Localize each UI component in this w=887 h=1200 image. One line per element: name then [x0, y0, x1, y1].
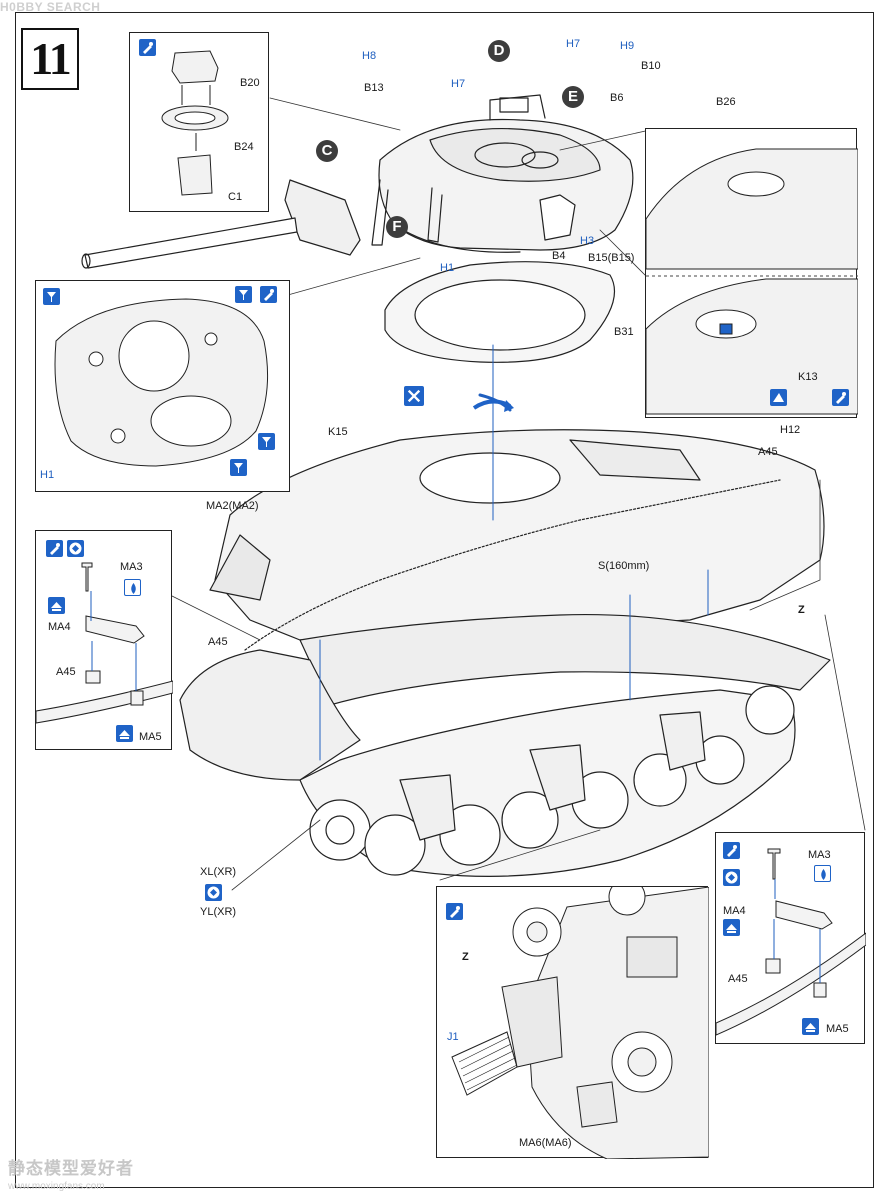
label-ma2: MA2(MA2) — [206, 500, 259, 512]
label-h12: H12 — [780, 424, 801, 436]
marker-c: C — [316, 140, 338, 162]
this-side-up-icon — [48, 597, 65, 614]
label-ma3-right: MA3 — [808, 849, 831, 861]
paint-icon — [235, 286, 252, 303]
label-ma5-left: MA5 — [139, 731, 162, 743]
label-b10: B10 — [641, 60, 661, 72]
inset-left-ma: MA3 MA4 A45 MA5 — [35, 530, 173, 750]
label-xl: XL(XR) — [200, 866, 237, 878]
label-c1: C1 — [228, 191, 243, 203]
label-ma3-left: MA3 — [120, 561, 143, 573]
label-h1-turret: H1 — [440, 262, 455, 274]
inset-b20-b24-c1: B20 B24 C1 — [129, 32, 269, 212]
drill-icon — [124, 579, 141, 596]
watermark-bottom: 静态模型爱好者 www.moxingfans.com — [8, 1154, 178, 1198]
label-h7-top: H7 — [566, 38, 581, 50]
watermark-url: www.moxingfans.com — [8, 1181, 105, 1192]
label-ma4-left: MA4 — [48, 621, 71, 633]
inset-suspension: Z J1 MA6(MA6) — [436, 886, 709, 1159]
inset-b20-drawing — [161, 50, 229, 196]
label-b6: B6 — [610, 92, 624, 104]
label-h8: H8 — [362, 50, 377, 62]
this-side-up-icon — [802, 1018, 819, 1035]
label-s-cable: S(160mm) — [598, 560, 650, 572]
inset-k13: K13 — [645, 128, 858, 418]
label-ma6: MA6(MA6) — [519, 1137, 572, 1149]
label-b26: B26 — [716, 96, 736, 108]
label-ma4-right: MA4 — [723, 905, 746, 917]
label-b31: B31 — [614, 326, 634, 338]
inset-left-ma-drawing — [36, 562, 173, 724]
glue-icon — [260, 286, 277, 303]
inset-h1-drawing — [54, 298, 269, 467]
glue-icon — [139, 39, 156, 56]
watermark-chinese: 静态模型爱好者 — [8, 1159, 134, 1178]
label-a45-left-inset: A45 — [56, 666, 76, 678]
inset-k13-drawing — [646, 148, 858, 415]
label-h9: H9 — [620, 40, 635, 52]
this-side-up-icon — [770, 389, 787, 406]
option-icon — [67, 540, 84, 557]
label-k15: K15 — [328, 426, 348, 438]
label-z-hull: Z — [798, 604, 805, 616]
inset-right-ma: MA3 MA4 A45 MA5 — [715, 832, 866, 1044]
label-b13: B13 — [364, 82, 384, 94]
label-k13: K13 — [798, 371, 818, 383]
label-b15: B15(B15) — [588, 252, 635, 264]
inset-right-ma-drawing — [716, 848, 866, 1036]
label-h7-left: H7 — [451, 78, 466, 90]
label-yl: YL(XR) — [200, 906, 237, 918]
drill-icon — [814, 865, 831, 882]
watermark-top: H0BBY SEARCH — [0, 0, 101, 14]
rotate-icon — [470, 396, 516, 418]
label-h3: H3 — [580, 235, 595, 247]
option-icon — [723, 869, 740, 886]
option-icon — [205, 884, 222, 901]
label-ma5-right: MA5 — [826, 1023, 849, 1035]
glue-icon — [723, 842, 740, 859]
label-a45-left: A45 — [208, 636, 228, 648]
this-side-up-icon — [116, 725, 133, 742]
label-a45-deck: A45 — [758, 446, 778, 458]
step-number: 11 — [21, 28, 79, 90]
label-a45-right-inset: A45 — [728, 973, 748, 985]
inset-suspension-drawing — [451, 887, 709, 1159]
paint-icon — [258, 433, 275, 450]
inset-h1-interior: H1 — [35, 280, 290, 492]
label-b20: B20 — [240, 77, 260, 89]
paint-icon — [230, 459, 247, 476]
glue-icon — [832, 389, 849, 406]
label-b24: B24 — [234, 141, 254, 153]
label-h1-inset: H1 — [40, 469, 55, 481]
marker-d: D — [488, 40, 510, 62]
label-j1: J1 — [447, 1031, 459, 1043]
label-b4: B4 — [552, 250, 566, 262]
marker-e: E — [562, 86, 584, 108]
page-frame — [15, 12, 874, 1188]
cut-icon — [404, 386, 424, 406]
paint-icon — [43, 288, 60, 305]
glue-icon — [446, 903, 463, 920]
label-z-sub: Z — [462, 951, 469, 963]
glue-icon — [46, 540, 63, 557]
this-side-up-icon — [723, 919, 740, 936]
marker-f: F — [386, 216, 408, 238]
